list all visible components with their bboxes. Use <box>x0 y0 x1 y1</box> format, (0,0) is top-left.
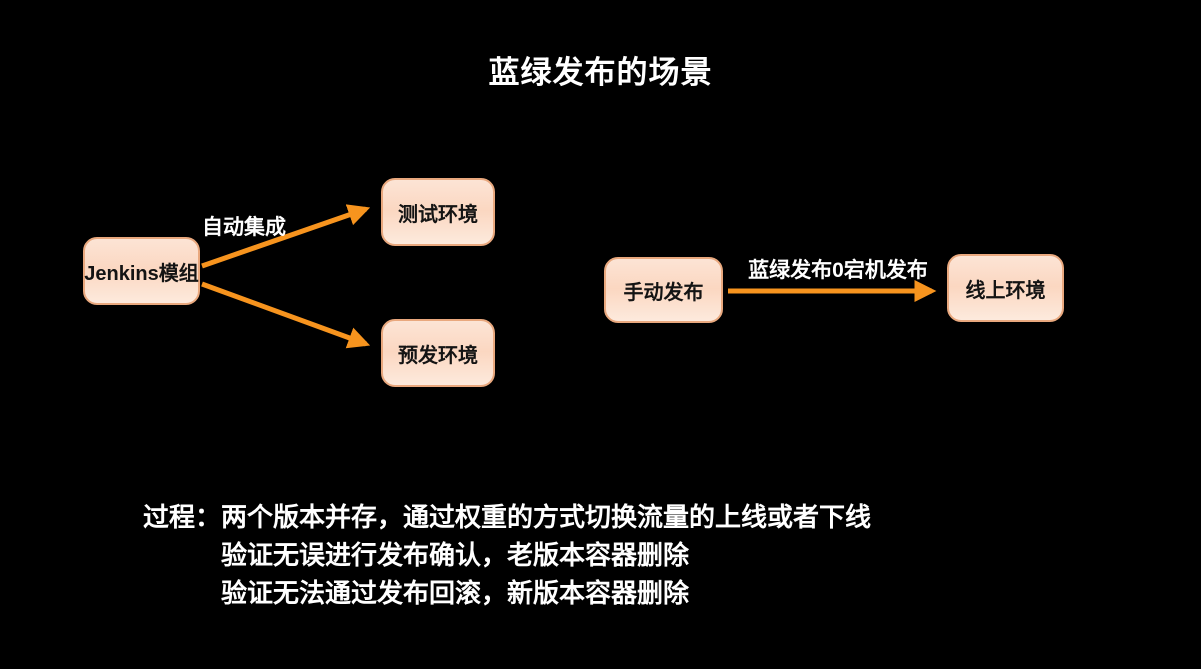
arrow-jenkins-to-pre <box>201 281 371 349</box>
node-test-env-label: 测试环境 <box>398 203 478 226</box>
node-pre-env-label: 预发环境 <box>398 344 478 367</box>
node-manual-release-label: 手动发布 <box>623 281 704 304</box>
node-test-env: 测试环境 <box>381 178 495 246</box>
process-note-line-3: 验证无法通过发布回滚，新版本容器删除 <box>221 578 690 608</box>
edge-label-blue-green-zero-downtime: 蓝绿发布0宕机发布 <box>748 259 928 282</box>
node-jenkins-label: Jenkins模组 <box>84 262 199 285</box>
edge-label-auto-integration: 自动集成 <box>202 216 286 239</box>
node-manual-release: 手动发布 <box>604 257 723 323</box>
process-note: 过程：两个版本并存，通过权重的方式切换流量的上线或者下线 验证无误进行发布确认，… <box>143 498 871 612</box>
node-online-env: 线上环境 <box>947 254 1064 322</box>
node-online-env-label: 线上环境 <box>965 279 1046 302</box>
node-pre-env: 预发环境 <box>381 319 495 387</box>
process-note-line-1: 过程：两个版本并存，通过权重的方式切换流量的上线或者下线 <box>143 502 872 532</box>
process-note-line-2: 验证无误进行发布确认，老版本容器删除 <box>221 540 690 570</box>
page-title: 蓝绿发布的场景 <box>488 55 713 90</box>
node-jenkins: Jenkins模组 <box>83 237 200 305</box>
